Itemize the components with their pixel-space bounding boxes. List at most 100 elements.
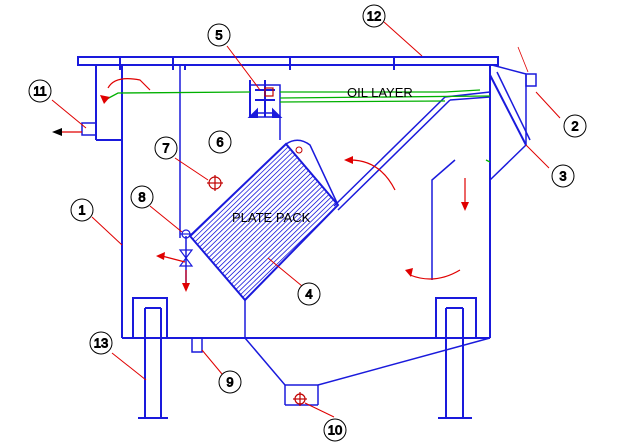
plate-hatch-line <box>5 145 165 300</box>
svg-text:5: 5 <box>215 28 222 43</box>
plate-hatch-line <box>190 144 306 300</box>
callout-10: 10 <box>323 418 347 442</box>
svg-text:6: 6 <box>216 135 223 150</box>
plate-hatch-line <box>319 144 338 300</box>
plate-hatch-line <box>190 144 311 300</box>
svg-text:1: 1 <box>78 203 85 218</box>
plate-hatch-line <box>190 144 291 300</box>
outlet-baffle-upper <box>333 96 446 207</box>
plate-hatch-line <box>400 145 560 300</box>
plate-hatch-line <box>15 145 175 300</box>
callout-11: 11 <box>28 79 52 103</box>
callout-2: 2 <box>563 114 587 138</box>
callout-9: 9 <box>218 370 242 394</box>
plate-hatch-line <box>190 144 231 300</box>
oil-layer-label: OIL LAYER <box>347 85 413 100</box>
callout-13: 13 <box>89 331 113 355</box>
svg-text:9: 9 <box>226 375 233 390</box>
svg-text:12: 12 <box>367 9 381 24</box>
plate-hatch-line <box>375 145 535 300</box>
svg-text:4: 4 <box>305 287 312 302</box>
plate-hatch-line <box>190 144 221 300</box>
plate-hatch-line <box>385 145 545 300</box>
plate-hatch-line <box>190 144 316 300</box>
plate-hatch-line <box>0 145 150 300</box>
inlet-nozzle <box>81 122 97 136</box>
plate-hatch-line <box>0 145 145 300</box>
plate-hatch-line <box>405 145 565 300</box>
plate-hatch-line <box>370 145 530 300</box>
plate-hatch-line <box>25 145 185 300</box>
plate-hatch-line <box>314 144 338 300</box>
plate-hatch-line <box>190 144 191 300</box>
plate-hatch-line <box>440 145 600 300</box>
svg-text:11: 11 <box>33 84 47 99</box>
svg-text:3: 3 <box>559 169 566 184</box>
plate-hatch-line <box>289 144 338 300</box>
oil-layer <box>104 89 491 163</box>
callout-4: 4 <box>297 282 321 306</box>
callout-6: 6 <box>208 130 232 154</box>
plate-hatch-line <box>415 145 575 300</box>
tank-cover <box>77 56 499 66</box>
plate-hatch-line <box>329 144 338 300</box>
plate-hatch-line <box>190 144 236 300</box>
plate-hatch-line <box>234 144 338 300</box>
plate-hatch-line <box>190 144 206 300</box>
plate-hatch-line <box>219 144 338 300</box>
plate-hatch-line <box>0 145 130 300</box>
plate-hatch-line <box>0 145 135 300</box>
callouts: 1 2 3 4 5 6 7 8 9 10 11 12 13 <box>28 4 587 442</box>
plate-hatch-line <box>224 144 338 300</box>
plate-hatch-line <box>380 145 540 300</box>
svg-text:13: 13 <box>94 336 108 351</box>
plate-hatch-line <box>324 144 338 300</box>
drain-nozzle <box>191 337 203 353</box>
plate-hatch-line <box>0 145 140 300</box>
sludge-hopper <box>244 337 491 386</box>
nozzle-markers <box>180 87 307 406</box>
plate-hatch-line <box>190 144 241 300</box>
svg-text:10: 10 <box>328 423 342 438</box>
plate-hatch-line <box>445 145 605 300</box>
plate-hatch-line <box>20 145 180 300</box>
plate-hatch-line <box>190 144 301 300</box>
plate-hatch-line <box>0 145 110 300</box>
plate-hatch-line <box>340 145 500 300</box>
callout-8: 8 <box>130 185 154 209</box>
plate-hatch-line <box>204 144 338 300</box>
svg-text:2: 2 <box>571 119 578 134</box>
plate-hatch-line <box>190 144 296 300</box>
plate-hatch-line <box>209 144 338 300</box>
support-legs <box>132 297 477 419</box>
plate-hatch-line <box>0 145 155 300</box>
plate-hatch-line <box>214 144 338 300</box>
plate-hatch-line <box>190 144 201 300</box>
clean-water-baffle <box>431 159 456 280</box>
oil-weir <box>489 74 527 146</box>
tank-structure <box>77 56 537 406</box>
callout-3: 3 <box>551 164 575 188</box>
plate-hatch-line <box>395 145 555 300</box>
plate-pack-label: PLATE PACK <box>232 210 311 225</box>
callout-12: 12 <box>362 4 386 28</box>
callout-1: 1 <box>70 198 94 222</box>
svg-text:8: 8 <box>138 190 145 205</box>
plate-hatch-line <box>345 145 505 300</box>
plate-hatch-line <box>190 144 226 300</box>
plate-hatch-line <box>190 144 321 300</box>
svg-text:7: 7 <box>162 141 169 156</box>
plate-hatch-line <box>190 144 256 300</box>
plate-hatch-line <box>0 145 120 300</box>
plate-hatch-line <box>0 145 160 300</box>
plate-hatch-line <box>360 145 520 300</box>
plate-hatch-line <box>190 144 246 300</box>
plate-hatch-line <box>350 145 510 300</box>
plate-hatch-line <box>304 144 338 300</box>
callout-7: 7 <box>154 136 178 160</box>
flow-arrows <box>52 78 469 292</box>
plate-hatch-line <box>294 144 338 300</box>
plate-hatch-line <box>0 145 125 300</box>
